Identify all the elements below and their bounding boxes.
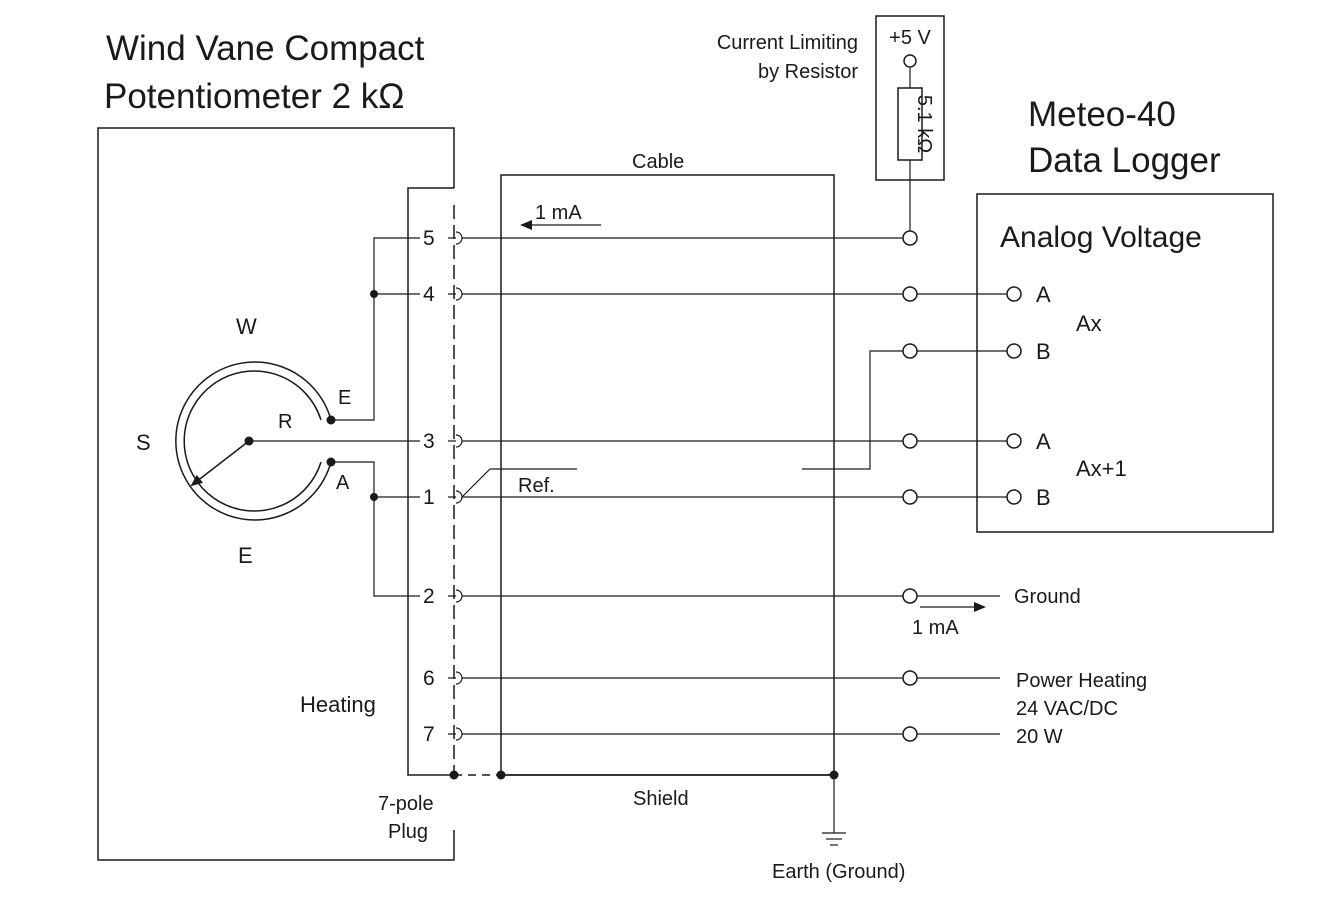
terminal [902,230,918,246]
logger-terminal-label: B [1036,485,1051,510]
supply-box: +5 V 5.1 kΩ [875,15,945,231]
end-a-label: A [336,472,350,494]
dial-label-west: S [136,430,151,455]
terminal [902,588,918,604]
terminal [902,433,918,449]
supply-label-line2: by Resistor [758,61,858,83]
potentiometer: W S E R E A [136,314,351,568]
channel-ax-label: Ax [1076,311,1102,336]
dial-label-north: W [236,314,257,339]
sensor-internal-wiring [249,237,420,597]
plug-label-line2: Plug [388,821,428,843]
heating-power-label-line3: 20 W [1016,726,1063,748]
pin-label: 3 [423,430,435,453]
plug-label-line1: 7-pole [378,793,434,815]
pin-label: 1 [423,486,435,509]
logger-title-line1: Meteo-40 [1028,95,1176,134]
terminal [902,343,918,359]
sensor-housing [97,127,455,861]
pin-label: 6 [423,667,435,690]
pin-label: 4 [423,283,435,306]
terminal [902,286,918,302]
sensor-title-line2: Potentiometer 2 kΩ [104,77,404,116]
current-label-bottom: 1 mA [912,617,959,639]
supply-label-line1: Current Limiting [717,32,858,54]
pin-label: 7 [423,723,435,746]
heating-power-label-line1: Power Heating [1016,670,1147,692]
pin-label: 5 [423,227,435,250]
shield: Shield [449,770,839,810]
current-arrow-top: 1 mA [520,202,601,230]
pin-labels: 5 4 3 1 2 6 7 [423,227,435,746]
shield-label: Shield [633,788,689,810]
heating-power-label-line2: 24 VAC/DC [1016,698,1118,720]
terminal [902,670,918,686]
cable: Cable [500,151,835,776]
pin-label: 2 [423,585,435,608]
dial-label-south: E [238,543,253,568]
logger-terminal-label: A [1036,429,1051,454]
earth-ground-icon: Earth (Ground) [772,775,905,883]
logger-terminal-label: B [1036,339,1051,364]
ground-label: Ground [1014,586,1081,608]
logger-terminal-label: A [1036,282,1051,307]
current-arrow-bottom: 1 mA [912,602,986,639]
cable-label: Cable [632,151,684,173]
seven-pole-plug [407,187,455,776]
supply-terminal [903,54,917,68]
logger-terminal [1006,343,1022,359]
terminal [902,726,918,742]
supply-voltage: +5 V [889,27,931,49]
channel-ax1-label: Ax+1 [1076,456,1127,481]
terminals [902,54,1022,742]
logger-box-title: Analog Voltage [1000,221,1202,254]
current-label-top: 1 mA [535,202,582,224]
logger-terminal [1006,489,1022,505]
heating-label: Heating [300,692,376,717]
pin-connectors [448,231,463,741]
ref-label: Ref. [518,475,555,497]
end-e-label: E [338,387,351,409]
sensor-title-line1: Wind Vane Compact [106,29,425,68]
wiper-label: R [278,411,292,433]
resistor-label: 5.1 kΩ [913,95,935,153]
logger-terminal [1006,433,1022,449]
logger-box: Analog Voltage A B Ax A B Ax+1 [976,193,1274,533]
earth-label: Earth (Ground) [772,861,905,883]
terminal [902,489,918,505]
logger-title-line2: Data Logger [1028,141,1221,180]
logger-terminal [1006,286,1022,302]
signal-wires [461,237,1007,735]
